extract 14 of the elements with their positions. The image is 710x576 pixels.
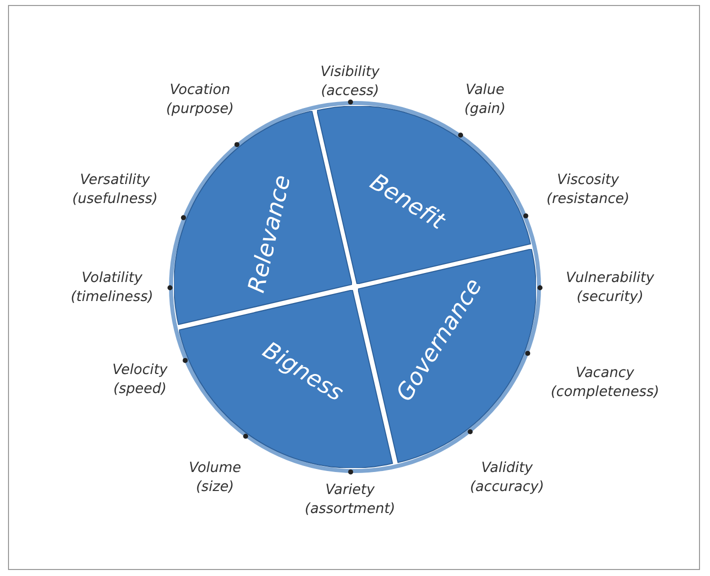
attribute-label: Vulnerability (security): [566, 269, 654, 307]
attribute-label: Vocation (purpose): [166, 81, 234, 119]
attribute-label: Value (gain): [464, 81, 506, 119]
attribute-label: Variety (assortment): [304, 481, 396, 519]
attribute-label: Versatility (usefulness): [72, 171, 158, 209]
circle-diagram: [167, 99, 543, 475]
attribute-label: Viscosity (resistance): [546, 171, 630, 209]
quadrant-sector: [358, 249, 536, 463]
attribute-label: Vacancy (completeness): [550, 364, 660, 402]
attribute-label: Visibility (access): [320, 63, 380, 101]
attribute-label: Volatility (timeliness): [70, 269, 154, 307]
attribute-label: Validity (accuracy): [470, 459, 544, 497]
attribute-label: Velocity (speed): [112, 361, 168, 399]
attribute-label: Volume (size): [188, 459, 242, 497]
